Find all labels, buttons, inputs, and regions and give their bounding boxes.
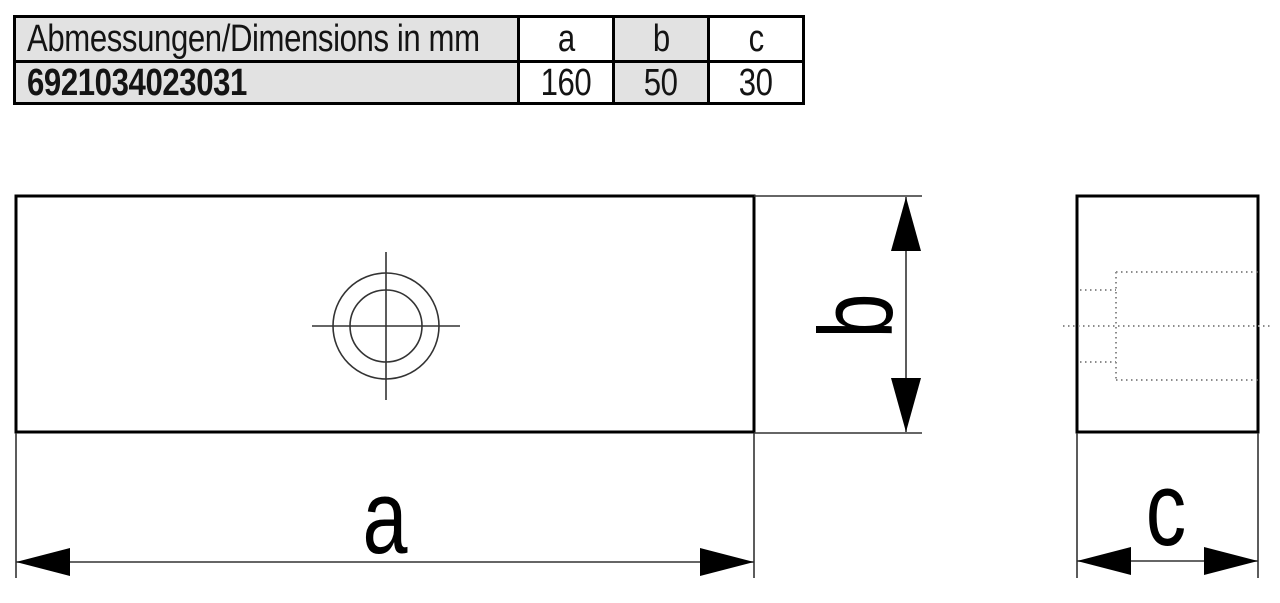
dim-a-arrowhead-left bbox=[16, 548, 70, 576]
front-view bbox=[14, 194, 756, 434]
dimension-b-label: b bbox=[797, 294, 915, 339]
dim-c-arrowhead-left bbox=[1077, 547, 1131, 575]
dim-c-arrowhead-right bbox=[1204, 547, 1258, 575]
dimension-c: c bbox=[1076, 433, 1259, 578]
side-view-outline bbox=[1075, 194, 1260, 434]
dimension-a: a bbox=[15, 433, 755, 578]
table-title-cell: Abmessungen/Dimensions in mm bbox=[16, 18, 517, 60]
hole-outer-circle bbox=[332, 272, 440, 380]
value-a-cell: 160 bbox=[520, 63, 612, 102]
table-header-c: c bbox=[710, 18, 802, 60]
table-header-a: a bbox=[520, 18, 612, 60]
value-c: 30 bbox=[739, 63, 773, 102]
side-view bbox=[1063, 194, 1271, 434]
hole-inner-circle bbox=[349, 289, 423, 363]
value-b-cell: 50 bbox=[615, 63, 707, 102]
header-b-label: b bbox=[652, 18, 670, 60]
header-c-label: c bbox=[748, 18, 764, 60]
dimension-a-label: a bbox=[363, 458, 409, 576]
article-number: 6921034023031 bbox=[27, 63, 247, 102]
front-view-outline bbox=[14, 194, 756, 434]
dimensions-table: Abmessungen/Dimensions in mm a b c 69210… bbox=[13, 15, 805, 105]
dim-b-arrowhead-bottom bbox=[891, 378, 921, 432]
table-header-b: b bbox=[615, 18, 707, 60]
dimension-b: b bbox=[754, 195, 922, 434]
article-number-cell: 6921034023031 bbox=[16, 63, 517, 102]
dim-a-arrowhead-right bbox=[700, 548, 754, 576]
value-a: 160 bbox=[540, 63, 592, 102]
dim-b-arrowhead-top bbox=[891, 197, 921, 251]
table-title: Abmessungen/Dimensions in mm bbox=[27, 18, 480, 60]
value-c-cell: 30 bbox=[710, 63, 802, 102]
dimension-c-label: c bbox=[1146, 450, 1186, 568]
header-a-label: a bbox=[557, 18, 575, 60]
value-b: 50 bbox=[644, 63, 678, 102]
